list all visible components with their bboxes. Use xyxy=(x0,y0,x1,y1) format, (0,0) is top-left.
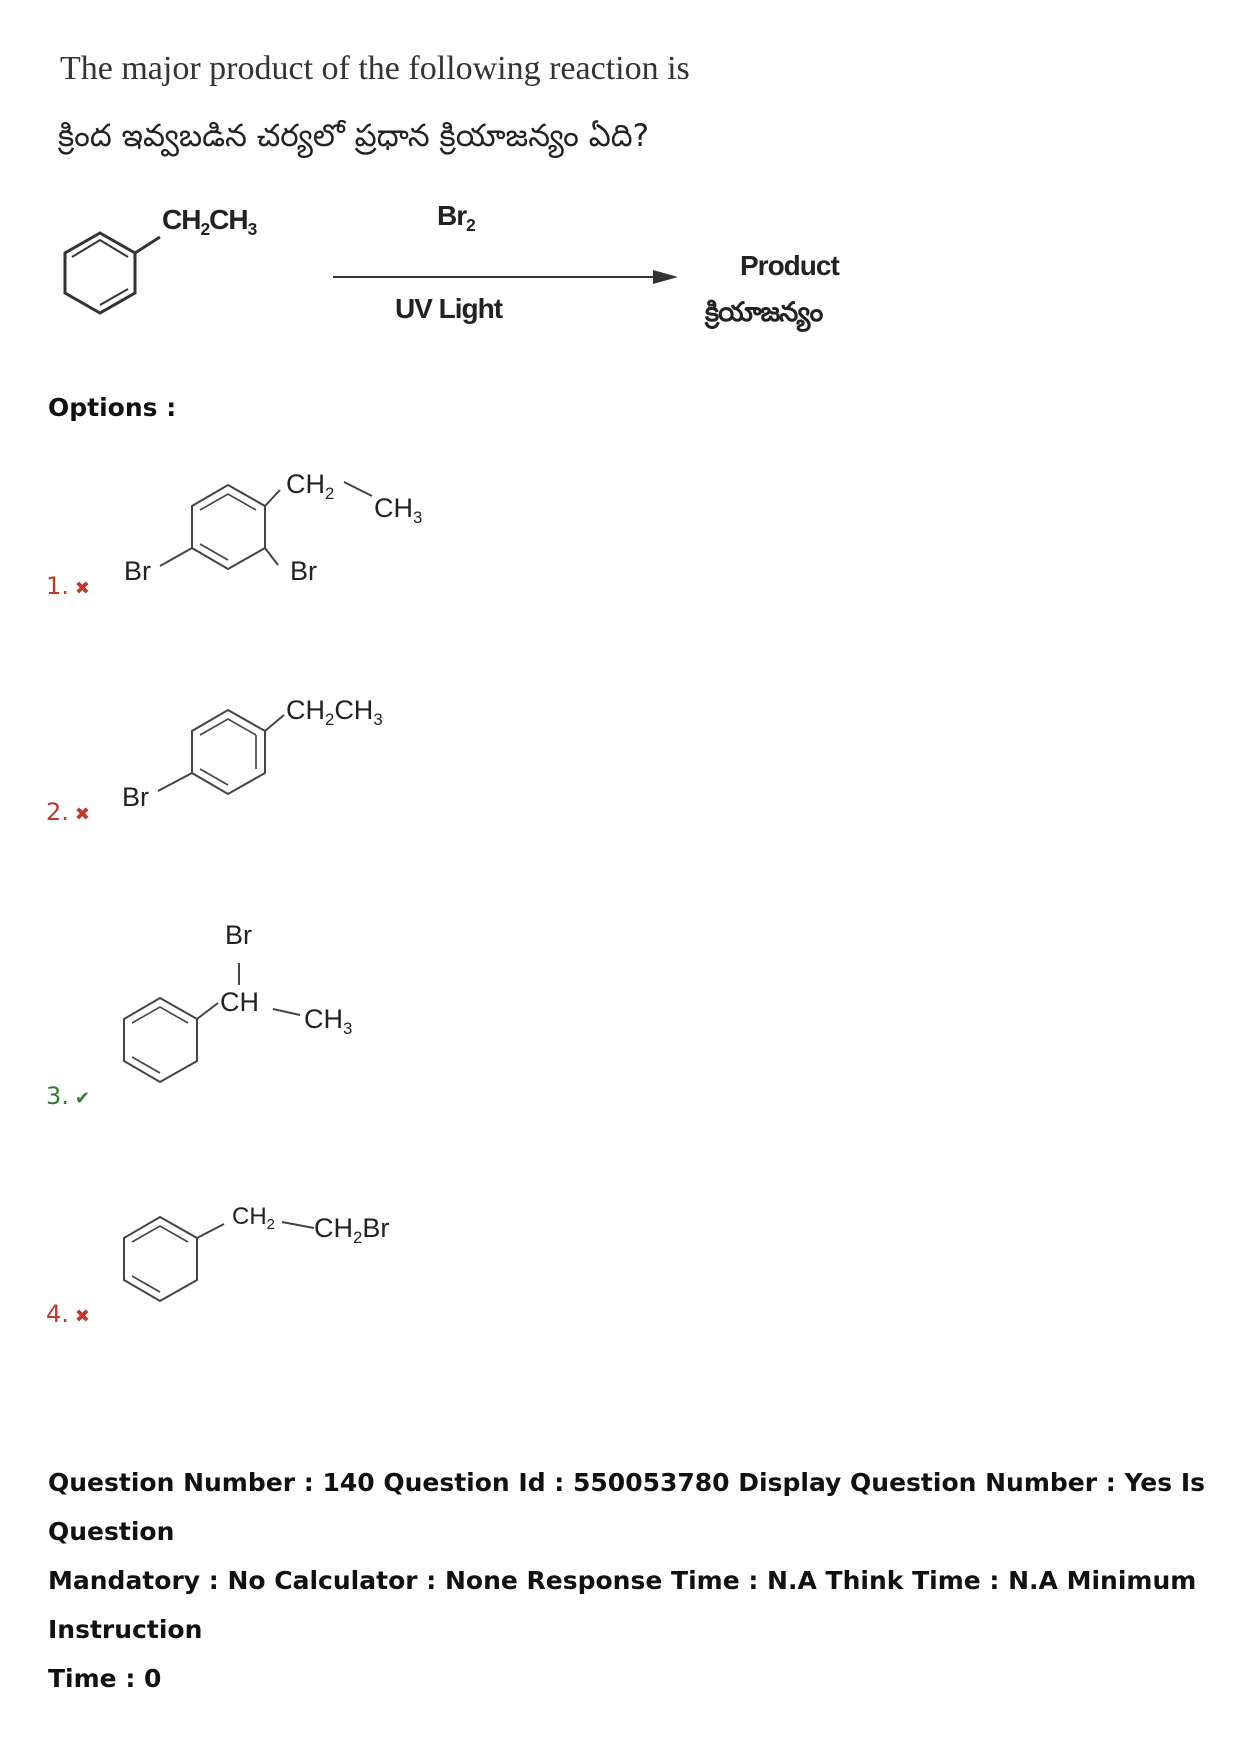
option-3-structure xyxy=(123,996,219,1084)
cross-icon: ✖ xyxy=(74,804,90,825)
option-4-ch2br-label: CH2Br xyxy=(314,1213,390,1247)
reagent-label: Br2 xyxy=(437,200,476,236)
option-1-structure xyxy=(159,483,281,571)
option-4-number: 4.✖ xyxy=(46,1300,90,1328)
option-1-number: 1.✖ xyxy=(46,572,90,600)
cross-icon: ✖ xyxy=(74,1306,90,1327)
option-3-ch-label: CH xyxy=(220,987,259,1017)
option-4-ch2-label: CH2 xyxy=(232,1203,275,1234)
option-1-ch2-label: CH2 xyxy=(286,469,335,503)
product-label-telugu: క్రియాజన్యం xyxy=(705,297,823,327)
product-label-english: Product xyxy=(740,250,840,281)
option-1-br-left-label: Br xyxy=(124,556,151,586)
meta-line-3: Time : 0 xyxy=(48,1664,162,1693)
option-2-ethyl-label: CH2CH3 xyxy=(286,695,383,729)
question-text-telugu: క్రింద ఇవ్వబడిన చర్యలో ప్రధాన క్రియాజన్య… xyxy=(58,118,650,154)
option-4-structure xyxy=(123,1215,225,1303)
option-3-ch3-label: CH3 xyxy=(304,1004,353,1038)
option-1-br-ring-label: Br xyxy=(290,556,317,586)
option-3-br-label: Br xyxy=(225,920,252,950)
reactant-ethyl-label: CH2CH3 xyxy=(162,204,257,240)
condition-label: UV Light xyxy=(395,293,503,324)
option-3-number: 3.✔ xyxy=(46,1082,90,1110)
option-1-ch3-label: CH3 xyxy=(374,493,423,527)
reactant-benzene-ring xyxy=(63,231,161,315)
meta-line-2: Mandatory : No Calculator : None Respons… xyxy=(48,1566,1197,1644)
reaction-arrow xyxy=(333,270,678,284)
check-icon: ✔ xyxy=(74,1088,90,1109)
cross-icon: ✖ xyxy=(74,578,90,599)
option-2-number: 2.✖ xyxy=(46,798,90,826)
question-meta: Question Number : 140 Question Id : 5500… xyxy=(48,1458,1208,1703)
options-heading: Options : xyxy=(48,393,177,422)
option-2-br-label: Br xyxy=(122,782,149,812)
meta-line-1: Question Number : 140 Question Id : 5500… xyxy=(48,1468,1206,1546)
option-2-structure xyxy=(157,708,285,796)
option-3-bonds xyxy=(238,963,301,1016)
option-1-bond xyxy=(343,481,373,497)
option-4-bond xyxy=(281,1221,315,1229)
question-text-english: The major product of the following react… xyxy=(60,50,690,87)
